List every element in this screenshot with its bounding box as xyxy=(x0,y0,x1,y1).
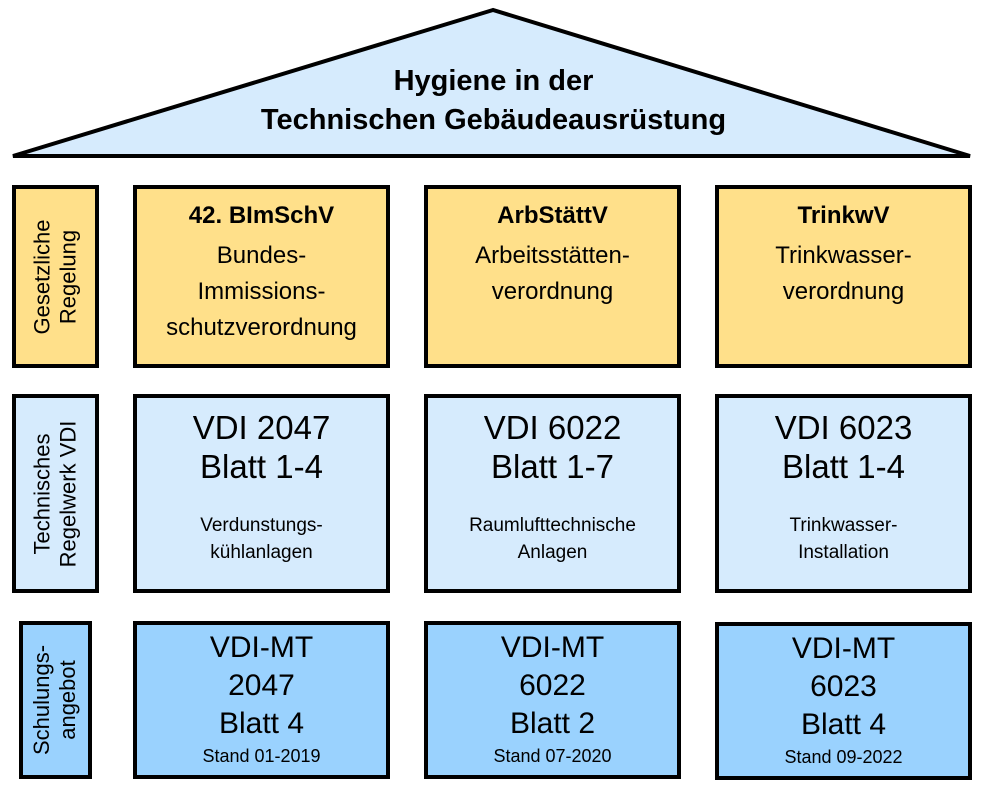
training-title: VDI-MT 2047 Blatt 4 xyxy=(210,629,313,743)
standard-number: VDI 6022 xyxy=(483,409,622,446)
technical-desc: Trinkwasser- Installation xyxy=(789,512,897,566)
training-title: VDI-MT 6022 Blatt 2 xyxy=(501,629,604,743)
legal-box-bimschv: 42. BImSchV Bundes- Immissions- schutzve… xyxy=(133,185,390,368)
legal-name-line: verordnung xyxy=(782,278,905,305)
technical-box-vdi-2047: VDI 2047 Blatt 1-4 Verdunstungs- kühlanl… xyxy=(133,394,390,593)
legal-name-line: Bundes- xyxy=(216,242,307,269)
desc-line: kühlanlagen xyxy=(210,542,313,563)
technical-desc: Raumlufttechnische Anlagen xyxy=(469,512,636,566)
training-line: VDI-MT xyxy=(209,631,314,664)
row-label-training-text: Schulungs- angebot xyxy=(30,645,82,755)
technical-box-vdi-6022: VDI 6022 Blatt 1-7 Raumlufttechnische An… xyxy=(424,394,681,593)
row-label-training-line2: angebot xyxy=(55,660,81,740)
training-line: 6022 xyxy=(519,669,586,702)
technical-standard: VDI 2047 Blatt 1-4 xyxy=(193,408,331,486)
legal-name-line: Arbeitsstätten- xyxy=(475,242,630,269)
desc-line: Raumlufttechnische xyxy=(469,515,636,536)
row-label-technical-text: Technisches Regelwerk VDI xyxy=(30,420,82,567)
title-line-1: Hygiene in der xyxy=(393,65,594,97)
training-stand: Stand 09-2022 xyxy=(784,747,903,767)
standard-sheets: Blatt 1-4 xyxy=(200,448,323,485)
row-label-legal-line2: Regelung xyxy=(55,229,81,324)
legal-box-arbstaettv: ArbStättV Arbeitsstätten- verordnung xyxy=(424,185,681,368)
desc-line: Verdunstungs- xyxy=(200,515,323,536)
training-line: 6023 xyxy=(810,670,877,703)
training-line: 2047 xyxy=(228,669,295,702)
training-line: Blatt 2 xyxy=(509,707,596,740)
technical-box-vdi-6023: VDI 6023 Blatt 1-4 Trinkwasser- Installa… xyxy=(715,394,972,593)
training-box-vdi-mt-6022: VDI-MT 6022 Blatt 2 Stand 07-2020 xyxy=(424,621,681,779)
training-title: VDI-MT 6023 Blatt 4 xyxy=(792,630,895,744)
training-line: Blatt 4 xyxy=(800,708,887,741)
technical-standard: VDI 6022 Blatt 1-7 xyxy=(484,408,622,486)
legal-abbr: ArbStättV xyxy=(497,202,608,229)
training-line: Blatt 4 xyxy=(218,707,305,740)
standard-number: VDI 2047 xyxy=(192,409,331,446)
roof-triangle xyxy=(12,7,971,158)
training-box-vdi-mt-2047: VDI-MT 2047 Blatt 4 Stand 01-2019 xyxy=(133,621,390,779)
legal-name-line: Trinkwasser- xyxy=(775,242,912,269)
row-label-legal: Gesetzliche Regelung xyxy=(12,185,99,368)
legal-name-line: verordnung xyxy=(491,278,614,305)
technical-desc: Verdunstungs- kühlanlagen xyxy=(200,512,323,566)
legal-abbr: 42. BImSchV xyxy=(188,202,335,229)
legal-name-line: Immissions- xyxy=(197,278,326,305)
row-label-training: Schulungs- angebot xyxy=(19,621,92,779)
standard-sheets: Blatt 1-7 xyxy=(491,448,614,485)
row-label-training-line1: Schulungs- xyxy=(29,644,55,756)
desc-line: Installation xyxy=(798,542,889,563)
training-line: VDI-MT xyxy=(500,631,605,664)
row-label-legal-text: Gesetzliche Regelung xyxy=(30,219,82,334)
desc-line: Anlagen xyxy=(517,542,588,563)
legal-name: Trinkwasser- verordnung xyxy=(775,238,911,310)
row-label-legal-line1: Gesetzliche xyxy=(29,219,55,334)
legal-name-line: schutzverordnung xyxy=(166,314,357,341)
standard-number: VDI 6023 xyxy=(774,409,913,446)
standard-sheets: Blatt 1-4 xyxy=(782,448,905,485)
legal-name: Arbeitsstätten- verordnung xyxy=(475,238,630,310)
row-label-technical-line1: Technisches xyxy=(29,432,55,555)
training-line: VDI-MT xyxy=(791,632,896,665)
row-label-technical: Technisches Regelwerk VDI xyxy=(12,394,99,593)
title-line-2: Technischen Gebäudeausrüstung xyxy=(260,104,727,136)
technical-standard: VDI 6023 Blatt 1-4 xyxy=(775,408,913,486)
row-label-technical-line2: Regelwerk VDI xyxy=(55,420,81,567)
legal-name: Bundes- Immissions- schutzverordnung xyxy=(166,238,357,346)
legal-box-trinkwv: TrinkwV Trinkwasser- verordnung xyxy=(715,185,972,368)
training-box-vdi-mt-6023: VDI-MT 6023 Blatt 4 Stand 09-2022 xyxy=(715,622,972,780)
training-stand: Stand 07-2020 xyxy=(493,746,612,766)
training-stand: Stand 01-2019 xyxy=(202,746,321,766)
diagram-title: Hygiene in der Technischen Gebäudeausrüs… xyxy=(0,62,987,140)
desc-line: Trinkwasser- xyxy=(789,515,898,536)
legal-abbr: TrinkwV xyxy=(797,202,890,229)
